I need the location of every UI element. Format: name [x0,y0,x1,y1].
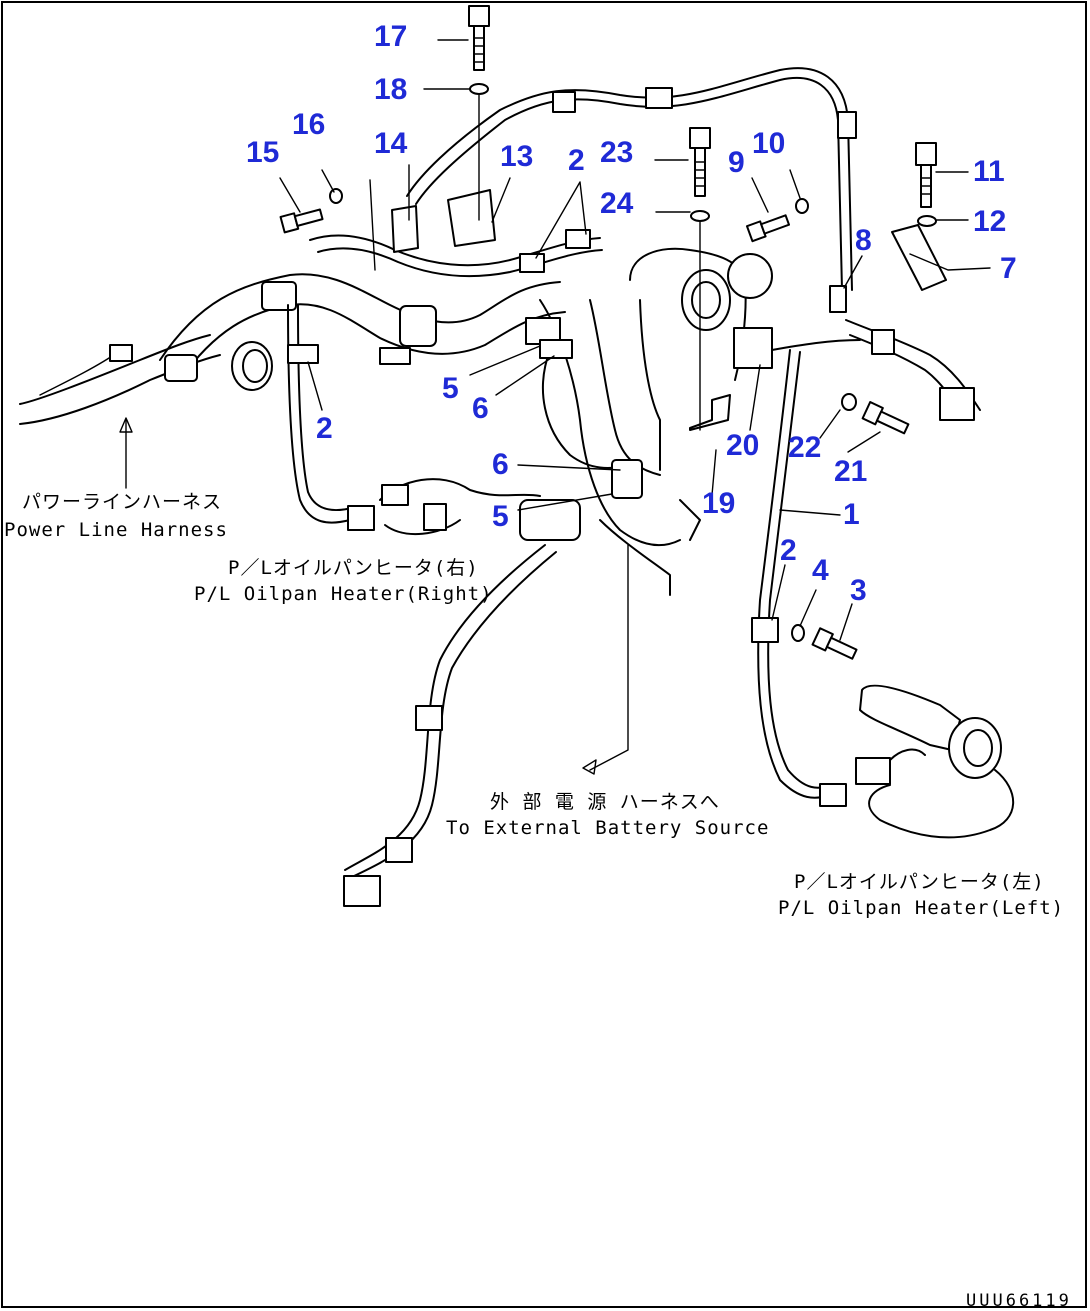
part-label-10: 10 [752,127,785,160]
part-label-18: 18 [374,73,407,106]
washer-18[interactable] [469,83,489,95]
caption-right-heater-en: P/L Oilpan Heater(Right) [194,583,493,605]
part-label-24: 24 [600,187,634,220]
part-label-13: 13 [500,140,533,173]
part-label-22: 22 [788,431,821,464]
caption-left-heater-en: P/L Oilpan Heater(Left) [778,897,1064,919]
part-label-16: 16 [292,108,325,141]
caption-left-heater-jp: P／Lオイルパンヒータ(左) [794,871,1045,893]
part-label-4: 4 [812,554,829,587]
part-label-23: 23 [600,136,633,169]
caption-right-heater-jp: P／Lオイルパンヒータ(右) [228,557,479,579]
part-label-8: 8 [855,224,872,257]
part-label-6: 6 [472,392,489,425]
part-label-1: 1 [843,498,860,531]
bolt-3[interactable] [811,627,859,662]
bolt-17[interactable] [468,5,490,71]
caption-battery-jp: 外 部 電 源 ハーネスへ [490,791,720,813]
harness-wiring [19,67,1015,907]
bolt-23[interactable] [689,127,711,197]
caption-power-line-en: Power Line Harness [4,519,228,541]
bolt-15[interactable] [279,207,324,234]
part-label-7: 7 [1000,252,1017,285]
part-label-20: 20 [726,429,759,462]
part-label-9: 9 [728,146,745,179]
washer-12[interactable] [917,215,937,227]
caption-battery-en: To External Battery Source [446,817,769,839]
washer-10[interactable] [795,198,809,214]
washer-22[interactable] [841,393,857,411]
bolt-11[interactable] [915,142,937,208]
drawing-code: UUU66119 [966,1291,1072,1311]
part-label-11: 11 [973,155,1005,188]
part-label-17: 17 [374,20,407,53]
part-label-2b: 2 [316,412,333,445]
caption-power-line-jp: パワーラインハーネス [22,491,222,513]
part-label-2c: 2 [780,534,797,567]
bolt-9[interactable] [745,212,791,243]
washer-16[interactable] [329,188,343,204]
part-label-5: 5 [442,372,459,405]
part-label-14: 14 [374,127,408,160]
bolt-21[interactable] [861,401,910,437]
part-label-21: 21 [834,455,867,488]
part-label-19: 19 [702,487,735,520]
washer-24[interactable] [690,210,710,222]
part-label-6b: 6 [492,448,509,481]
washer-4[interactable] [791,624,805,642]
part-label-2: 2 [568,144,585,177]
part-label-12: 12 [973,205,1006,238]
part-label-5b: 5 [492,500,509,533]
part-label-3: 3 [850,574,867,607]
leader-lines [279,39,991,641]
part-label-15: 15 [246,136,279,169]
